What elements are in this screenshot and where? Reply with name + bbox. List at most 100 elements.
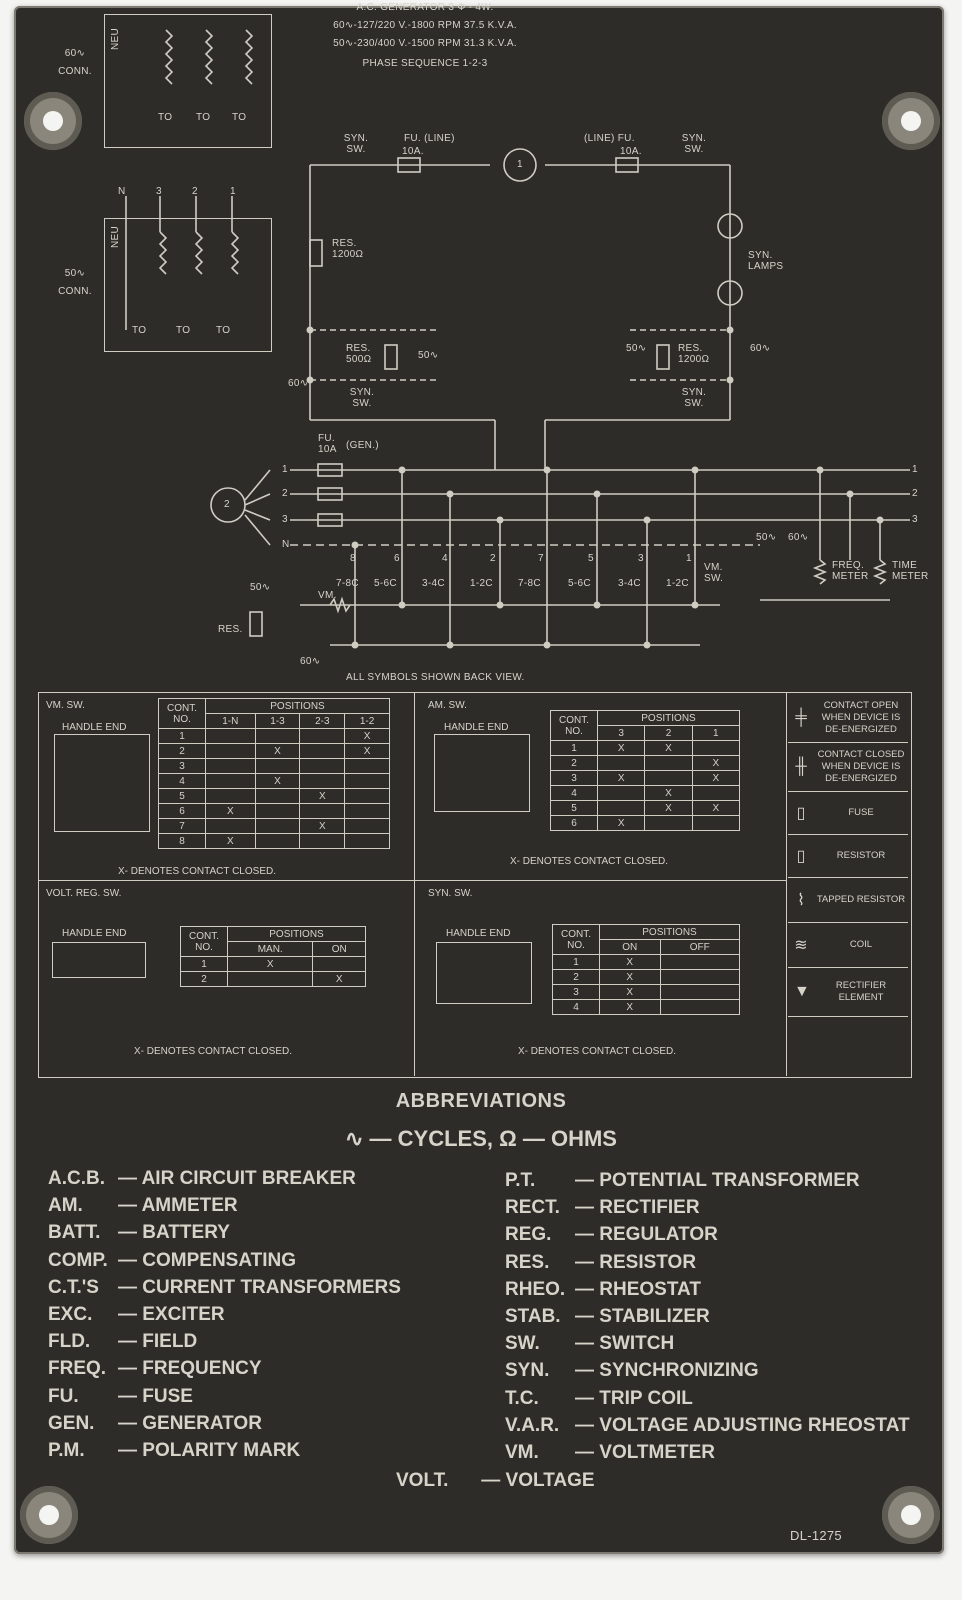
conn-to-1: TO	[158, 112, 173, 123]
am-sw-positions: POSITIONS	[597, 710, 740, 726]
legend-label: RECTIFIER ELEMENT	[835, 980, 887, 1003]
row-divider	[38, 880, 786, 881]
position-cell	[659, 969, 740, 985]
header-line1: A.C. GENERATOR 3 Φ - 4W.	[356, 2, 494, 13]
abbr-key: C.T.'S	[48, 1276, 99, 1298]
time-meter-label: TIME METER	[892, 560, 929, 582]
abbr-key: FU.	[48, 1385, 79, 1407]
position-cell	[299, 743, 346, 759]
abbreviation-entry: P.M.— POLARITY MARK	[48, 1440, 300, 1462]
abbr-key: V.A.R.	[505, 1414, 560, 1436]
position-cell	[299, 803, 346, 819]
vm-sw-cont-no: CONT. NO.	[158, 698, 206, 729]
abbr-value: — TRIP COIL	[575, 1387, 693, 1409]
position-cell: X	[644, 800, 693, 816]
coil-icon: ≋	[794, 937, 808, 954]
position-cell	[312, 956, 366, 972]
abbreviation-entry: RES.— RESISTOR	[505, 1252, 696, 1274]
cycle-60-label-a: 60∿	[288, 378, 309, 389]
fuse-icon: ▯	[796, 805, 806, 822]
volt-reg-sw-title: VOLT. REG. SW.	[46, 888, 122, 899]
abbr-value: — VOLTMETER	[575, 1442, 716, 1463]
vm-sw-col: 1-N	[205, 713, 256, 729]
abbr-value: — AMMETER	[118, 1195, 238, 1217]
abbr-key: RES.	[505, 1251, 550, 1273]
position-cell: X	[299, 818, 346, 834]
legend-item: ▯FUSE	[788, 792, 908, 835]
abbr-value: — VOLTAGE ADJUSTING RHEOSTAT	[575, 1414, 910, 1436]
position-cell: X	[596, 740, 646, 756]
contact-number-cell: 1	[158, 728, 206, 744]
abbr-value: — POTENTIAL TRANSFORMER	[575, 1170, 860, 1191]
syn-sw-positions: POSITIONS	[599, 924, 740, 940]
abbreviations-subtitle: ∿ — CYCLES, Ω — OHMS	[345, 1126, 617, 1151]
am-sw-col: 1	[691, 725, 741, 741]
position-cell: X	[299, 788, 346, 804]
volt-reg-col: MAN.	[226, 941, 314, 957]
abbr-key: SW.	[505, 1333, 540, 1355]
contact-number-cell: 4	[552, 999, 600, 1015]
position-cell: X	[596, 770, 646, 786]
symbol-legend: ╪CONTACT OPEN WHEN DEVICE IS DE-ENERGIZE…	[788, 694, 908, 1017]
abbreviation-entry: STAB.— STABILIZER	[505, 1306, 710, 1328]
position-cell	[691, 785, 741, 801]
position-cell	[205, 773, 256, 789]
abbreviation-entry: T.C. — TRIP COIL	[505, 1388, 693, 1410]
abbreviation-volt: VOLT. — VOLTAGE	[396, 1470, 595, 1492]
contact-num-5: 7	[538, 553, 544, 564]
contact-number-cell: 2	[180, 971, 228, 987]
abbreviation-entry: SW.— SWITCH	[505, 1333, 674, 1355]
legend-label: RESISTOR	[836, 850, 886, 861]
abbreviation-entry: P.T.— POTENTIAL TRANSFORMER	[505, 1170, 860, 1192]
line-fu-label: (LINE) FU.	[584, 133, 635, 144]
phase-1-left: 1	[282, 464, 288, 475]
abbr-key: A.C.B.	[48, 1168, 105, 1189]
abbreviation-entry: AM.— AMMETER	[48, 1195, 238, 1217]
vm-label: VM.	[704, 562, 723, 573]
position-cell: X	[691, 770, 741, 786]
position-cell	[299, 728, 346, 744]
contact-label-4: 1-2C	[470, 578, 493, 589]
position-cell: X	[596, 815, 646, 831]
position-cell	[344, 833, 390, 849]
abbreviation-entry: C.T.'S— CURRENT TRANSFORMERS	[48, 1277, 401, 1299]
abbr-value: — GENERATOR	[118, 1412, 262, 1434]
abbreviation-entry: RHEO.— RHEOSTAT	[505, 1279, 701, 1301]
abbr-key: T.C.	[505, 1387, 539, 1409]
am-sw-col: 3	[596, 725, 646, 741]
contact-num-2: 6	[394, 553, 400, 564]
position-cell: X	[344, 728, 390, 744]
syn-sw-label-3: SYN. SW.	[349, 387, 375, 409]
position-cell: X	[205, 803, 256, 819]
cycle-50-label-a: 50∿	[418, 350, 439, 361]
abbr-value: — REGULATOR	[575, 1224, 718, 1246]
contact-num-7: 3	[638, 553, 644, 564]
resistor-icon: ▯	[796, 848, 806, 865]
position-cell	[344, 758, 390, 774]
phase-1-right: 1	[912, 464, 918, 475]
contact-number-cell: 1	[550, 740, 598, 756]
syn-sw-label-4: SYN. SW.	[681, 387, 707, 409]
abbr-value: — POLARITY MARK	[118, 1440, 301, 1461]
abbr-value: — COMPENSATING	[118, 1249, 297, 1271]
abbr-key: VOLT.	[396, 1470, 449, 1491]
vm-sw-col: 2-3	[299, 713, 346, 729]
vm-sw-contacts-diagram	[54, 734, 150, 832]
contact-number-cell: 2	[550, 755, 598, 771]
position-cell	[344, 803, 390, 819]
abbreviation-entry: A.C.B.— AIR CIRCUIT BREAKER	[48, 1168, 356, 1190]
contact-number-cell: 7	[158, 818, 206, 834]
am-sw-note: X- DENOTES CONTACT CLOSED.	[510, 856, 668, 867]
drawing-number: DL-1275	[790, 1528, 842, 1543]
